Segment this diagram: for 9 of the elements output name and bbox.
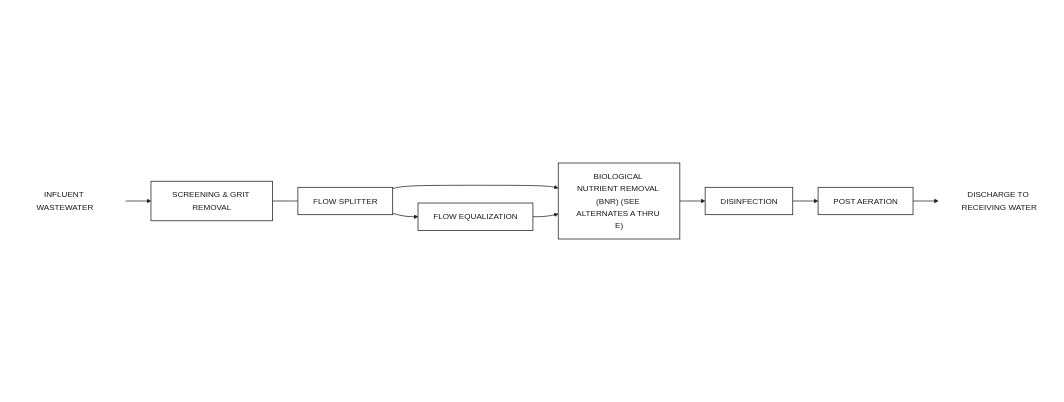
node-box: DISINFECTION (704, 186, 794, 216)
node-box: SCREENING & GRIT REMOVAL (150, 180, 273, 222)
node-box: POST AERATION (817, 186, 914, 216)
node-text: DISCHARGE TO RECEIVING WATER (961, 190, 1037, 212)
connector (272, 200, 299, 202)
node-text: INFLUENT WASTEWATER (36, 190, 94, 212)
node-box: FLOW SPLITTER (297, 186, 394, 216)
node-box: FLOW EQUALIZATION (417, 202, 534, 231)
node-box: BIOLOGICAL NUTRIENT REMOVAL (BNR) (SEE ALTERNATES A THRU E) (557, 162, 681, 240)
